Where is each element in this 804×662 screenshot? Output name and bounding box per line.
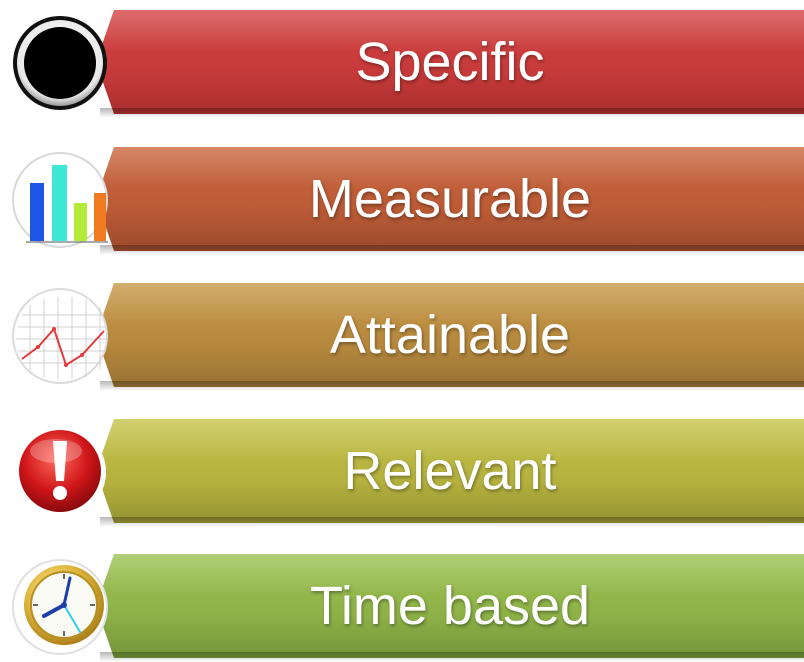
banner-time-based [96,554,804,658]
banner-measurable [96,147,804,251]
banner-specific [96,10,804,114]
label-time-based: Time based [309,576,591,636]
banner-shadow [100,108,804,118]
clock-icon [8,558,112,656]
label-attainable: Attainable [329,305,571,365]
banner-relevant [96,419,804,523]
exclamation-icon [8,423,112,521]
banner-shadow [100,381,804,391]
label-relevant: Relevant [343,441,557,501]
bar-chart-icon [8,151,112,249]
smart-row-specific: Specific [0,10,804,118]
banner-shadow [100,652,804,662]
smart-row-time-based: Time based [0,554,804,662]
banner-attainable [96,283,804,387]
line-graph-icon [8,287,112,385]
label-measurable: Measurable [308,169,592,229]
label-specific: Specific [355,32,545,92]
circle-target-icon [8,14,112,112]
banner-shadow [100,517,804,527]
smart-row-measurable: Measurable [0,147,804,255]
smart-row-relevant: Relevant [0,419,804,527]
smart-row-attainable: Attainable [0,283,804,391]
banner-shadow [100,245,804,255]
